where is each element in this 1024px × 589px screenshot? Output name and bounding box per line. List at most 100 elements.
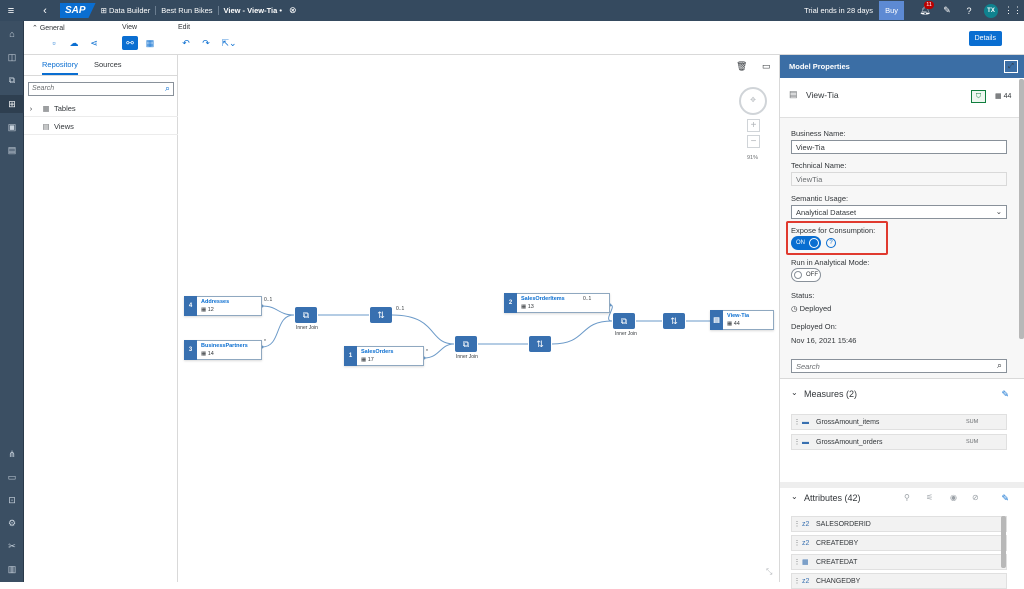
measure-name: GrossAmount_orders — [816, 438, 883, 446]
redo-icon[interactable]: ↷ — [202, 38, 210, 48]
shield-icon[interactable]: ⛉ — [971, 90, 986, 103]
deploy-icon[interactable]: ☁ — [69, 38, 79, 48]
search-icon[interactable]: ⌕ — [164, 83, 170, 93]
output-node-view-tia[interactable]: ▤ View-Tia ▦ 44 — [710, 310, 774, 330]
back-icon[interactable]: ‹ — [43, 4, 47, 17]
source-node-salesorders[interactable]: 1 SalesOrders ▦ 17 — [344, 346, 424, 366]
columns-search-input[interactable]: Search⌕ — [791, 359, 1007, 373]
drag-handle-icon[interactable]: ⋮ — [793, 559, 801, 566]
source-node-addresses[interactable]: 4 Addresses ▦ 12 — [184, 296, 262, 316]
app-grid-icon[interactable]: ⋮⋮ — [1004, 5, 1022, 15]
hide-icon[interactable]: ⊘ — [972, 493, 979, 502]
zoom-in-icon[interactable]: + — [747, 119, 760, 132]
aggregation: SUM — [966, 419, 979, 425]
edit-icon[interactable]: ✎ — [1001, 493, 1009, 503]
expose-toggle[interactable]: ON — [791, 236, 821, 250]
business-builder-icon[interactable]: ▣ — [7, 122, 17, 132]
technical-name-input[interactable]: ViewTia — [791, 172, 1007, 186]
security-icon[interactable]: ⊡ — [8, 495, 16, 505]
close-circle-icon[interactable]: ⊗ — [288, 5, 297, 15]
undo-icon[interactable]: ↶ — [182, 38, 190, 48]
projection-icon[interactable]: ⇅ — [370, 307, 392, 323]
show-icon[interactable]: ◉ — [950, 493, 957, 502]
buy-button[interactable]: Buy — [879, 1, 904, 20]
table-view-icon[interactable]: ▦ — [145, 38, 155, 48]
business-name-input[interactable]: View-Tia — [791, 140, 1007, 154]
breadcrumb-space[interactable]: Best Run Bikes — [156, 6, 219, 15]
resize-icon[interactable]: ⤡ — [766, 567, 773, 576]
story-icon[interactable]: ▤ — [7, 145, 17, 155]
menu-icon[interactable]: ≡ — [7, 4, 15, 17]
preview-icon[interactable]: ▭ — [762, 61, 771, 71]
tree-label: Tables — [54, 103, 76, 113]
tree-item-tables[interactable]: › ▦ Tables — [24, 100, 178, 117]
chevron-right-icon[interactable]: › — [29, 103, 33, 113]
drag-handle-icon[interactable]: ⋮ — [793, 419, 801, 426]
attribute-row[interactable]: ⋮▦CREATEDAT — [791, 554, 1007, 570]
edit-icon[interactable]: ✎ — [1001, 389, 1009, 399]
details-button[interactable]: Details — [968, 31, 1002, 46]
projection-icon[interactable]: ⇅ — [529, 336, 551, 352]
home-icon[interactable]: ⌂ — [9, 29, 15, 39]
tab-repository[interactable]: Repository — [42, 60, 78, 75]
source-node-salesorderitems[interactable]: 2 SalesOrderItems ▦ 13 — [504, 293, 610, 313]
tab-sources[interactable]: Sources — [94, 60, 122, 69]
bell-icon[interactable]: 🔔︎11 — [919, 1, 934, 15]
tree-item-views[interactable]: ▤ Views — [24, 118, 178, 135]
trash-icon[interactable]: 🗑︎ — [736, 61, 748, 71]
tools-icon[interactable]: ✂ — [8, 541, 16, 551]
network-icon[interactable]: ⧉ — [8, 75, 16, 85]
feedback-icon[interactable]: ✎ — [943, 5, 951, 15]
data-integration-icon[interactable]: ▭ — [7, 472, 17, 482]
catalog-icon[interactable]: ◫ — [7, 52, 17, 62]
help-icon[interactable]: ? — [966, 5, 972, 16]
drag-handle-icon[interactable]: ⋮ — [793, 540, 801, 547]
search-icon[interactable]: ⌕ — [996, 360, 1002, 370]
pan-control-icon[interactable]: ✥ — [739, 87, 767, 115]
sap-logo[interactable]: SAP — [60, 3, 96, 18]
zoom-out-icon[interactable]: − — [747, 135, 760, 148]
chevron-down-icon[interactable]: ⌄ — [791, 388, 798, 397]
fullscreen-icon[interactable]: ⤢ — [1004, 60, 1018, 73]
repository-search-input[interactable]: Search⌕ — [28, 82, 174, 96]
share-icon[interactable]: ⋖ — [90, 38, 98, 48]
help-icon[interactable]: ? — [826, 238, 836, 248]
settings-icon[interactable]: ⚙ — [7, 518, 17, 528]
panel-scrollbar[interactable] — [1019, 79, 1024, 339]
avatar[interactable]: TX — [984, 3, 998, 18]
wrench-icon[interactable]: ⚲ — [904, 493, 910, 502]
source-node-businesspartners[interactable]: 3 BusinessPartners ▦ 14 — [184, 340, 262, 360]
node-name: BusinessPartners — [201, 343, 248, 349]
analytical-mode-toggle[interactable]: OFF — [791, 268, 821, 282]
graphical-canvas[interactable]: 🗑︎ ▭ ✥ + − 91% 4 Addresses ▦ 12 3 Busine… — [178, 55, 779, 582]
trial-text: Trial ends in 28 days — [804, 6, 874, 15]
projection-icon[interactable]: ⇅ — [663, 313, 685, 329]
semantic-usage-select[interactable]: Analytical Dataset⌄ — [791, 205, 1007, 219]
breadcrumb-view-title: View - View-Tia • — [223, 6, 282, 15]
table-icon: ▦ — [727, 321, 734, 327]
data-builder-icon[interactable]: ⊞ — [0, 95, 24, 113]
join-icon[interactable]: ⧉ — [455, 336, 477, 352]
model-name: View-Tia — [806, 90, 839, 100]
drag-handle-icon[interactable]: ⋮ — [793, 439, 801, 446]
chevron-down-icon[interactable]: ⌄ — [791, 492, 798, 501]
drag-handle-icon[interactable]: ⋮ — [793, 578, 801, 585]
breadcrumb-data-builder[interactable]: ⊞ Data Builder — [96, 6, 157, 15]
graphical-view-icon[interactable]: ⚯ — [122, 36, 138, 50]
connections-icon[interactable]: ⋔ — [8, 449, 16, 459]
measure-icon: ▬ — [802, 438, 809, 446]
save-icon[interactable]: ▫ — [52, 38, 56, 48]
collapse-icon[interactable]: ⌃ — [32, 25, 40, 32]
join-icon[interactable]: ⧉ — [295, 307, 317, 323]
attributes-scrollbar[interactable] — [1001, 516, 1006, 568]
join-icon[interactable]: ⧉ — [613, 313, 635, 329]
drag-handle-icon[interactable]: ⋮ — [793, 521, 801, 528]
hierarchy-icon[interactable]: ⚟ — [926, 493, 934, 502]
system-icon[interactable]: ▥ — [7, 564, 17, 574]
export-icon[interactable]: ⇱⌄ — [221, 38, 237, 48]
